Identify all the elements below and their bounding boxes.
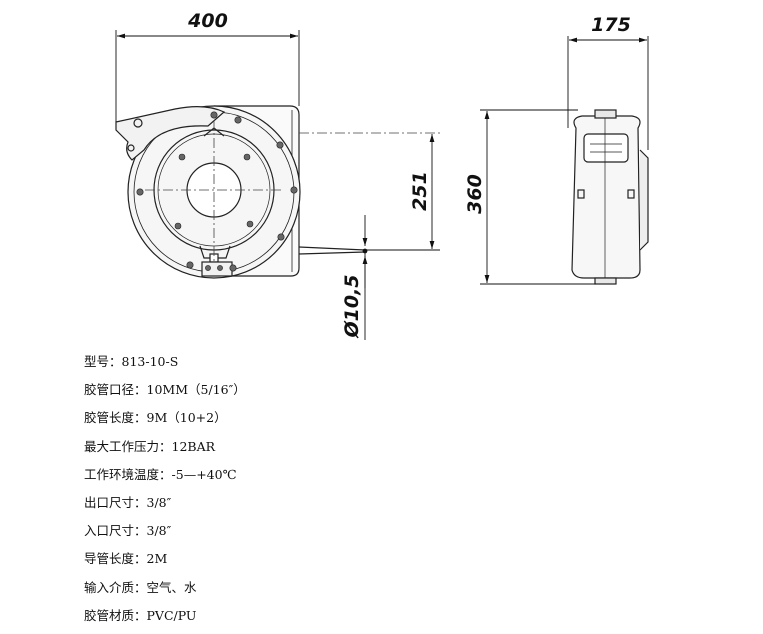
spec-model: 型号：813-10-S: [84, 354, 179, 369]
spec-outlet-size: 出口尺寸：3/8″: [84, 494, 172, 510]
technical-drawing: 400 175 251 360 Ø10,5: [115, 10, 649, 340]
spec-hose-length: 胶管长度：9M（10+2）: [84, 410, 227, 426]
center-lines: [145, 120, 440, 262]
spec-temperature: 工作环境温度：-5—+40℃: [84, 466, 237, 482]
dimension-lines: [115, 30, 649, 340]
spec-max-pressure: 最大工作压力：12BAR: [84, 438, 216, 454]
bolt-markers: [136, 111, 298, 272]
spec-hose-bore: 胶管口径：10MM（5/16″）: [84, 382, 246, 398]
dim-depth-label: 175: [591, 14, 631, 36]
front-view: [115, 105, 366, 279]
spec-inlet-size: 入口尺寸：3/8″: [84, 523, 172, 539]
spec-medium: 输入介质：空气、水: [84, 579, 197, 595]
spec-list: 型号：813-10-S 胶管口径：10MM（5/16″） 胶管长度：9M（10+…: [84, 352, 246, 634]
side-view: [571, 109, 649, 285]
dim-height-label: 360: [464, 174, 486, 214]
dim-hose-diameter-label: Ø10,5: [341, 274, 363, 338]
spec-lead-length: 导管长度：2M: [84, 551, 168, 567]
dim-axis-height-label: 251: [409, 171, 431, 211]
dim-width-label: 400: [187, 10, 228, 32]
spec-hose-material: 胶管材质：PVC/PU: [84, 607, 197, 623]
